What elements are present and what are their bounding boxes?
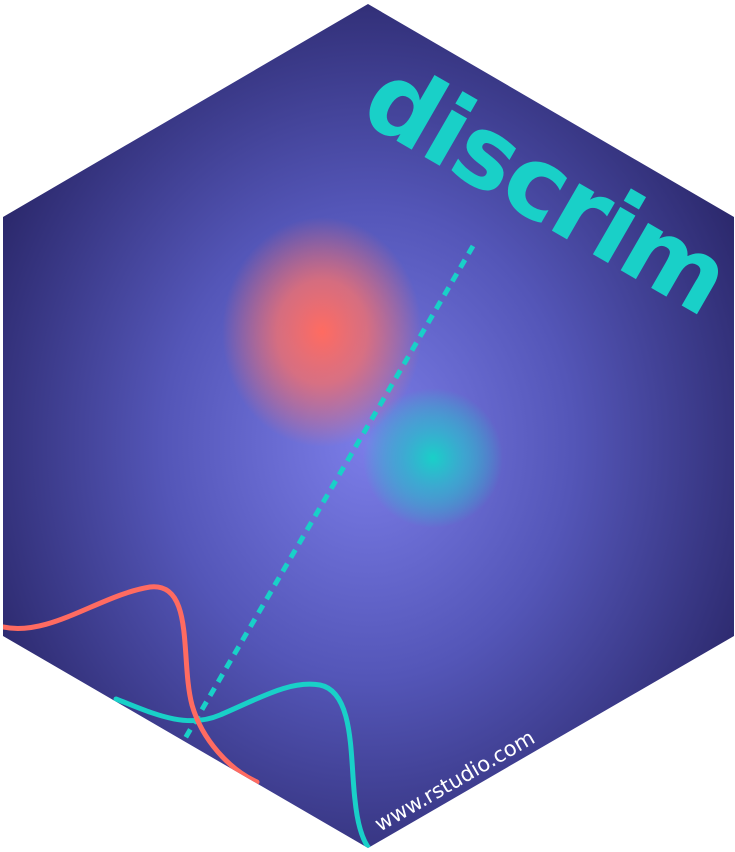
class-a-density-blob (222, 217, 422, 447)
class-b-density-curve (113, 681, 375, 848)
class-b-density-blob (363, 388, 503, 528)
class-a-density-curve (3, 584, 260, 785)
